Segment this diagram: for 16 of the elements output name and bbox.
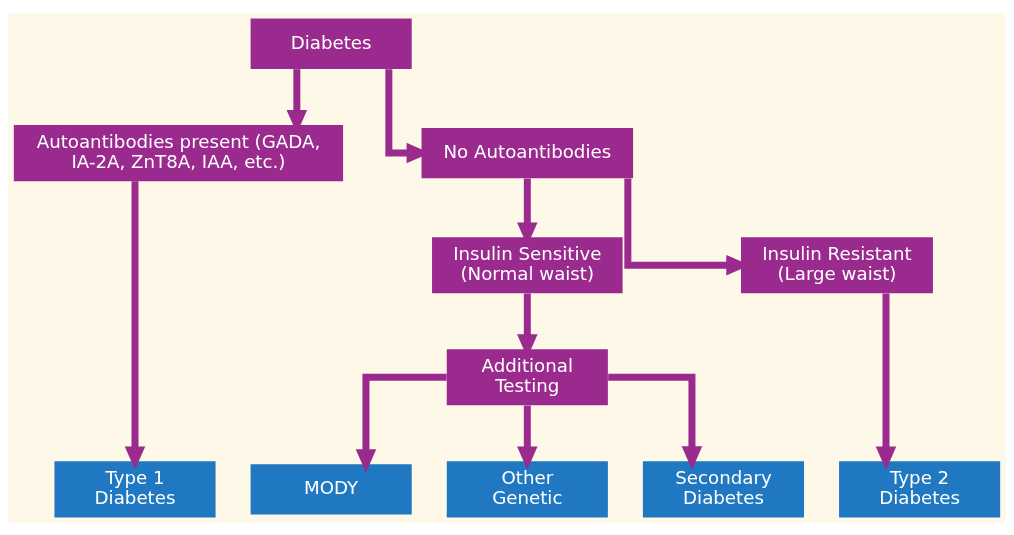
node-box: Diabetes	[250, 18, 412, 69]
node-box: Autoantibodies present (GADA, IA-2A, ZnT8A, IAA, etc.)	[13, 124, 344, 181]
arrow	[124, 180, 146, 470]
arrow	[517, 405, 538, 470]
node-box: Insulin Sensitive (Normal waist)	[432, 236, 623, 293]
arrow	[355, 373, 447, 473]
node-box: MODY	[250, 463, 412, 515]
arrow	[608, 373, 703, 470]
node-box: No Autoantibodies	[421, 127, 634, 178]
node-box: Type 2 Diabetes	[839, 460, 1001, 517]
node-box: Secondary Diabetes	[642, 460, 805, 517]
node-box: Additional Testing	[446, 348, 608, 405]
node-box: Other Genetic	[446, 460, 608, 517]
node-box: Insulin Resistant (Large waist)	[741, 236, 933, 293]
arrow	[875, 293, 897, 470]
node-box: Type 1 Diabetes	[54, 460, 216, 517]
